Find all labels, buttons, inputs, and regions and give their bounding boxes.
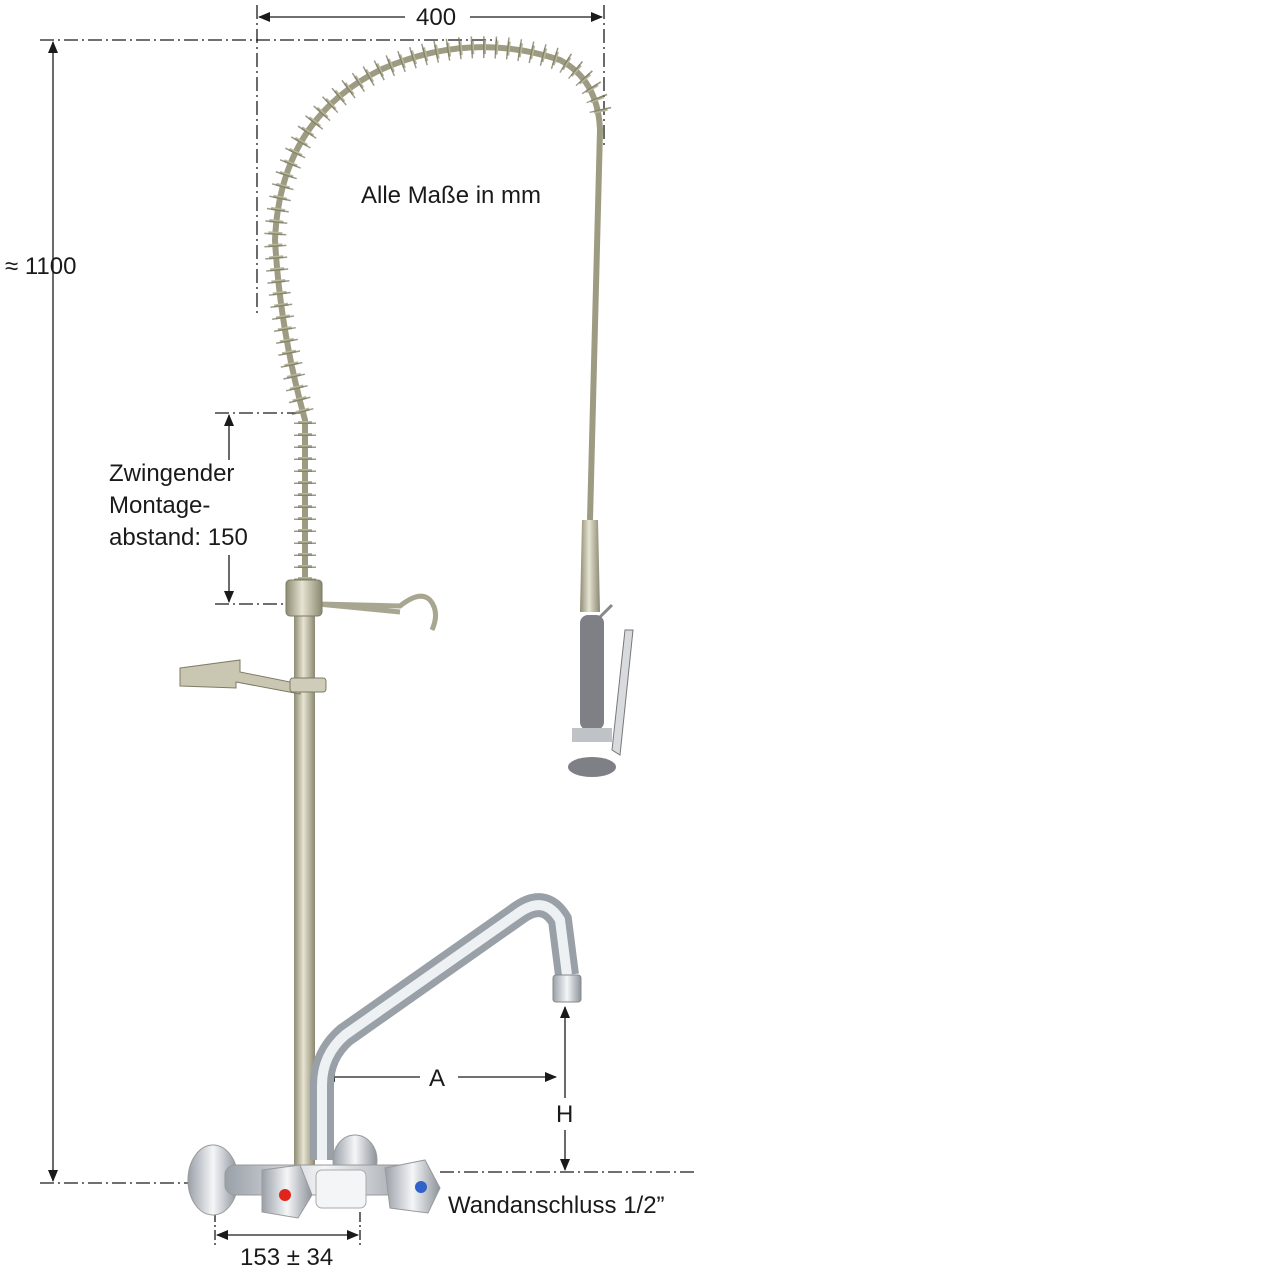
- bracket-clamp: [289, 677, 327, 693]
- center-body: [315, 1169, 367, 1209]
- spout-aerator: [552, 974, 582, 1003]
- mount-label-line1: Zwingender: [109, 460, 235, 487]
- spout-highlight: [317, 900, 572, 1160]
- dimension-h-label: H: [556, 1101, 574, 1128]
- spacing-label: 153 ± 34: [240, 1244, 334, 1271]
- spring-collar: [285, 579, 323, 617]
- hook-arm: [317, 593, 438, 632]
- riser-pole: [294, 600, 315, 1165]
- wall-bracket: [179, 659, 301, 695]
- height-dimension-label: ≈ 1100: [5, 253, 77, 280]
- spray-valve-body: [572, 728, 612, 742]
- spray-valve-lever: [611, 629, 634, 756]
- hose: [271, 44, 604, 580]
- hot-indicator-icon: [279, 1189, 291, 1201]
- pre-rinse-unit: [179, 36, 634, 1165]
- dimension-a-label: A: [429, 1065, 446, 1092]
- units-note: Alle Maße in mm: [361, 182, 542, 209]
- spray-valve-grip: [580, 615, 604, 730]
- mount-label-line2: Montage-: [109, 492, 211, 519]
- swivel-spout: [310, 893, 579, 1160]
- wall-connection-label: Wandanschluss 1/2”: [448, 1192, 665, 1219]
- mount-label-line3: abstand: 150: [109, 524, 248, 551]
- dimension-lines: [40, 5, 695, 1245]
- wall-mixer: [187, 893, 582, 1219]
- width-dimension-label: 400: [416, 4, 457, 31]
- cold-indicator-icon: [415, 1181, 427, 1193]
- spring-coil: [267, 40, 609, 580]
- spray-valve-neck: [580, 520, 600, 612]
- spray-head: [568, 757, 616, 777]
- spring-coil-shadow: [263, 36, 613, 580]
- cold-handle: [384, 1159, 441, 1214]
